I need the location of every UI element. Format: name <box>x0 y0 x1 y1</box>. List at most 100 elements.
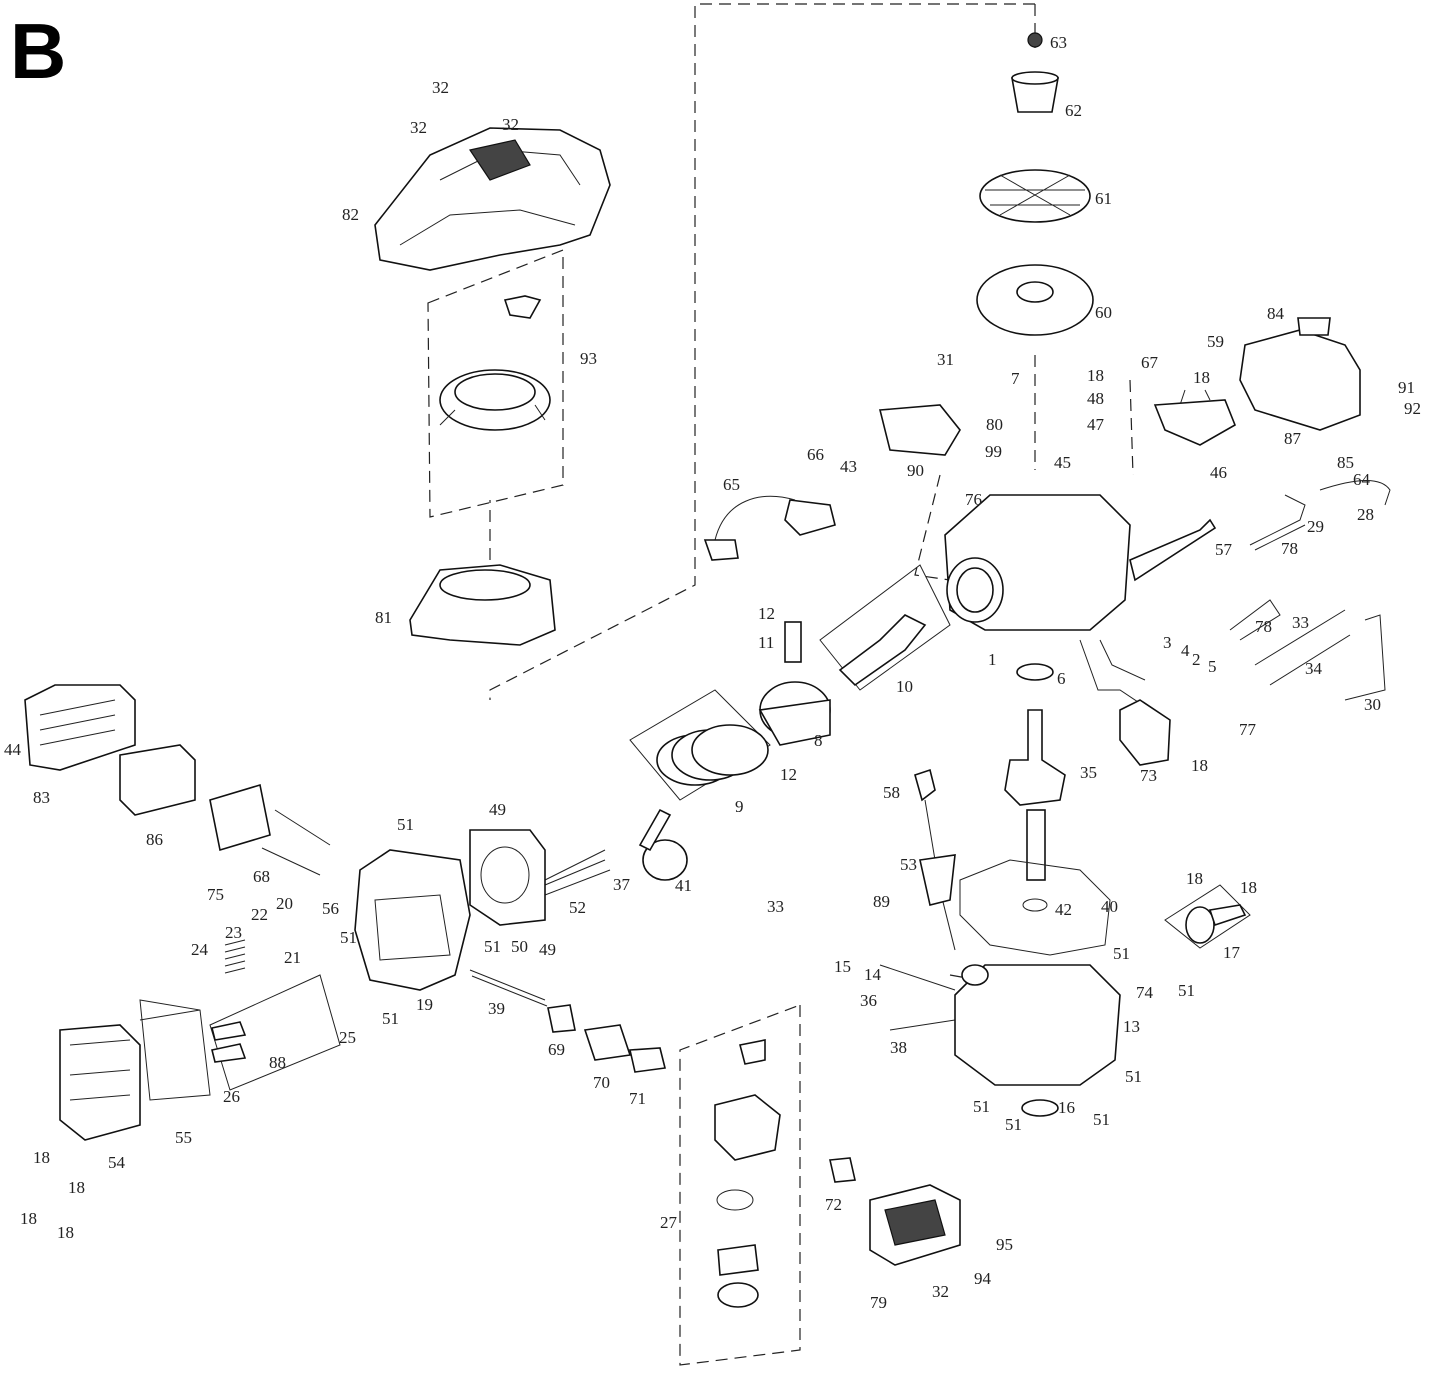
callout-12: 12 <box>780 765 797 784</box>
callout-78: 78 <box>1281 539 1298 558</box>
callout-53: 53 <box>900 855 917 874</box>
callout-18: 18 <box>1191 756 1208 775</box>
callout-16: 16 <box>1058 1098 1075 1117</box>
callout-26: 26 <box>223 1087 240 1106</box>
callout-49: 49 <box>489 800 506 819</box>
callout-93: 93 <box>580 349 597 368</box>
callout-37: 37 <box>613 875 631 894</box>
callout-1: 1 <box>988 650 997 669</box>
callout-35: 35 <box>1080 763 1097 782</box>
callout-94: 94 <box>974 1269 992 1288</box>
callout-68: 68 <box>253 867 270 886</box>
callout-33: 33 <box>1292 613 1309 632</box>
part-shapes <box>24 32 1391 1308</box>
callout-81: 81 <box>375 608 392 627</box>
callout-79: 79 <box>870 1293 887 1312</box>
callout-3: 3 <box>1163 633 1172 652</box>
callout-39: 39 <box>488 999 505 1018</box>
callout-41: 41 <box>675 876 692 895</box>
callout-91: 91 <box>1398 378 1415 397</box>
callout-23: 23 <box>225 923 242 942</box>
callout-49: 49 <box>539 940 556 959</box>
callout-77: 77 <box>1239 720 1257 739</box>
callout-14: 14 <box>864 965 882 984</box>
callout-34: 34 <box>1305 659 1323 678</box>
callout-7: 7 <box>1011 369 1020 388</box>
callout-32: 32 <box>932 1282 949 1301</box>
callout-46: 46 <box>1210 463 1227 482</box>
callout-12: 12 <box>758 604 775 623</box>
callout-63: 63 <box>1050 33 1067 52</box>
assembly-guide-lines <box>427 3 1134 1366</box>
callout-83: 83 <box>33 788 50 807</box>
callout-51: 51 <box>382 1009 399 1028</box>
callout-38: 38 <box>890 1038 907 1057</box>
callout-19: 19 <box>416 995 433 1014</box>
callout-6: 6 <box>1057 669 1066 688</box>
callout-55: 55 <box>175 1128 192 1147</box>
callout-67: 67 <box>1141 353 1159 372</box>
callout-51: 51 <box>1178 981 1195 1000</box>
callout-71: 71 <box>629 1089 646 1108</box>
callout-51: 51 <box>484 937 501 956</box>
callout-85: 85 <box>1337 453 1354 472</box>
callout-89: 89 <box>873 892 890 911</box>
callout-51: 51 <box>340 928 357 947</box>
callout-18: 18 <box>1186 869 1203 888</box>
callout-18: 18 <box>20 1209 37 1228</box>
callout-59: 59 <box>1207 332 1224 351</box>
callout-54: 54 <box>108 1153 126 1172</box>
callout-56: 56 <box>322 899 339 918</box>
callout-18: 18 <box>68 1178 85 1197</box>
callout-32: 32 <box>432 78 449 97</box>
callout-51: 51 <box>1113 944 1130 963</box>
callout-69: 69 <box>548 1040 565 1059</box>
callout-61: 61 <box>1095 189 1112 208</box>
callout-4: 4 <box>1181 641 1190 660</box>
callout-22: 22 <box>251 905 268 924</box>
callout-18: 18 <box>33 1148 50 1167</box>
callout-18: 18 <box>1240 878 1257 897</box>
callout-72: 72 <box>825 1195 842 1214</box>
callout-10: 10 <box>896 677 913 696</box>
callout-5: 5 <box>1208 657 1217 676</box>
callout-18: 18 <box>57 1223 74 1242</box>
callout-58: 58 <box>883 783 900 802</box>
callout-30: 30 <box>1364 695 1381 714</box>
callout-80: 80 <box>986 415 1003 434</box>
callout-32: 32 <box>502 115 519 134</box>
callout-95: 95 <box>996 1235 1013 1254</box>
callout-9: 9 <box>735 797 744 816</box>
callout-50: 50 <box>511 937 528 956</box>
callout-42: 42 <box>1055 900 1072 919</box>
callout-99: 99 <box>985 442 1002 461</box>
callout-36: 36 <box>860 991 877 1010</box>
callout-44: 44 <box>4 740 22 759</box>
callout-86: 86 <box>146 830 163 849</box>
callout-87: 87 <box>1284 429 1302 448</box>
callout-47: 47 <box>1087 415 1105 434</box>
callout-27: 27 <box>660 1213 678 1232</box>
callout-13: 13 <box>1123 1017 1140 1036</box>
callout-51: 51 <box>1125 1067 1142 1086</box>
callout-28: 28 <box>1357 505 1374 524</box>
callout-60: 60 <box>1095 303 1112 322</box>
callout-25: 25 <box>339 1028 356 1047</box>
callout-20: 20 <box>276 894 293 913</box>
callout-labels: 63 62 61 60 32 32 32 82 93 81 84 59 91 9… <box>4 33 1421 1312</box>
callout-82: 82 <box>342 205 359 224</box>
callout-18: 18 <box>1193 368 1210 387</box>
callout-70: 70 <box>593 1073 610 1092</box>
callout-29: 29 <box>1307 517 1324 536</box>
callout-84: 84 <box>1267 304 1285 323</box>
callout-40: 40 <box>1101 897 1118 916</box>
callout-21: 21 <box>284 948 301 967</box>
callout-75: 75 <box>207 885 224 904</box>
callout-57: 57 <box>1215 540 1233 559</box>
callout-18: 18 <box>1087 366 1104 385</box>
figure-letter: B <box>10 7 66 95</box>
callout-17: 17 <box>1223 943 1241 962</box>
callout-51: 51 <box>397 815 414 834</box>
callout-24: 24 <box>191 940 209 959</box>
